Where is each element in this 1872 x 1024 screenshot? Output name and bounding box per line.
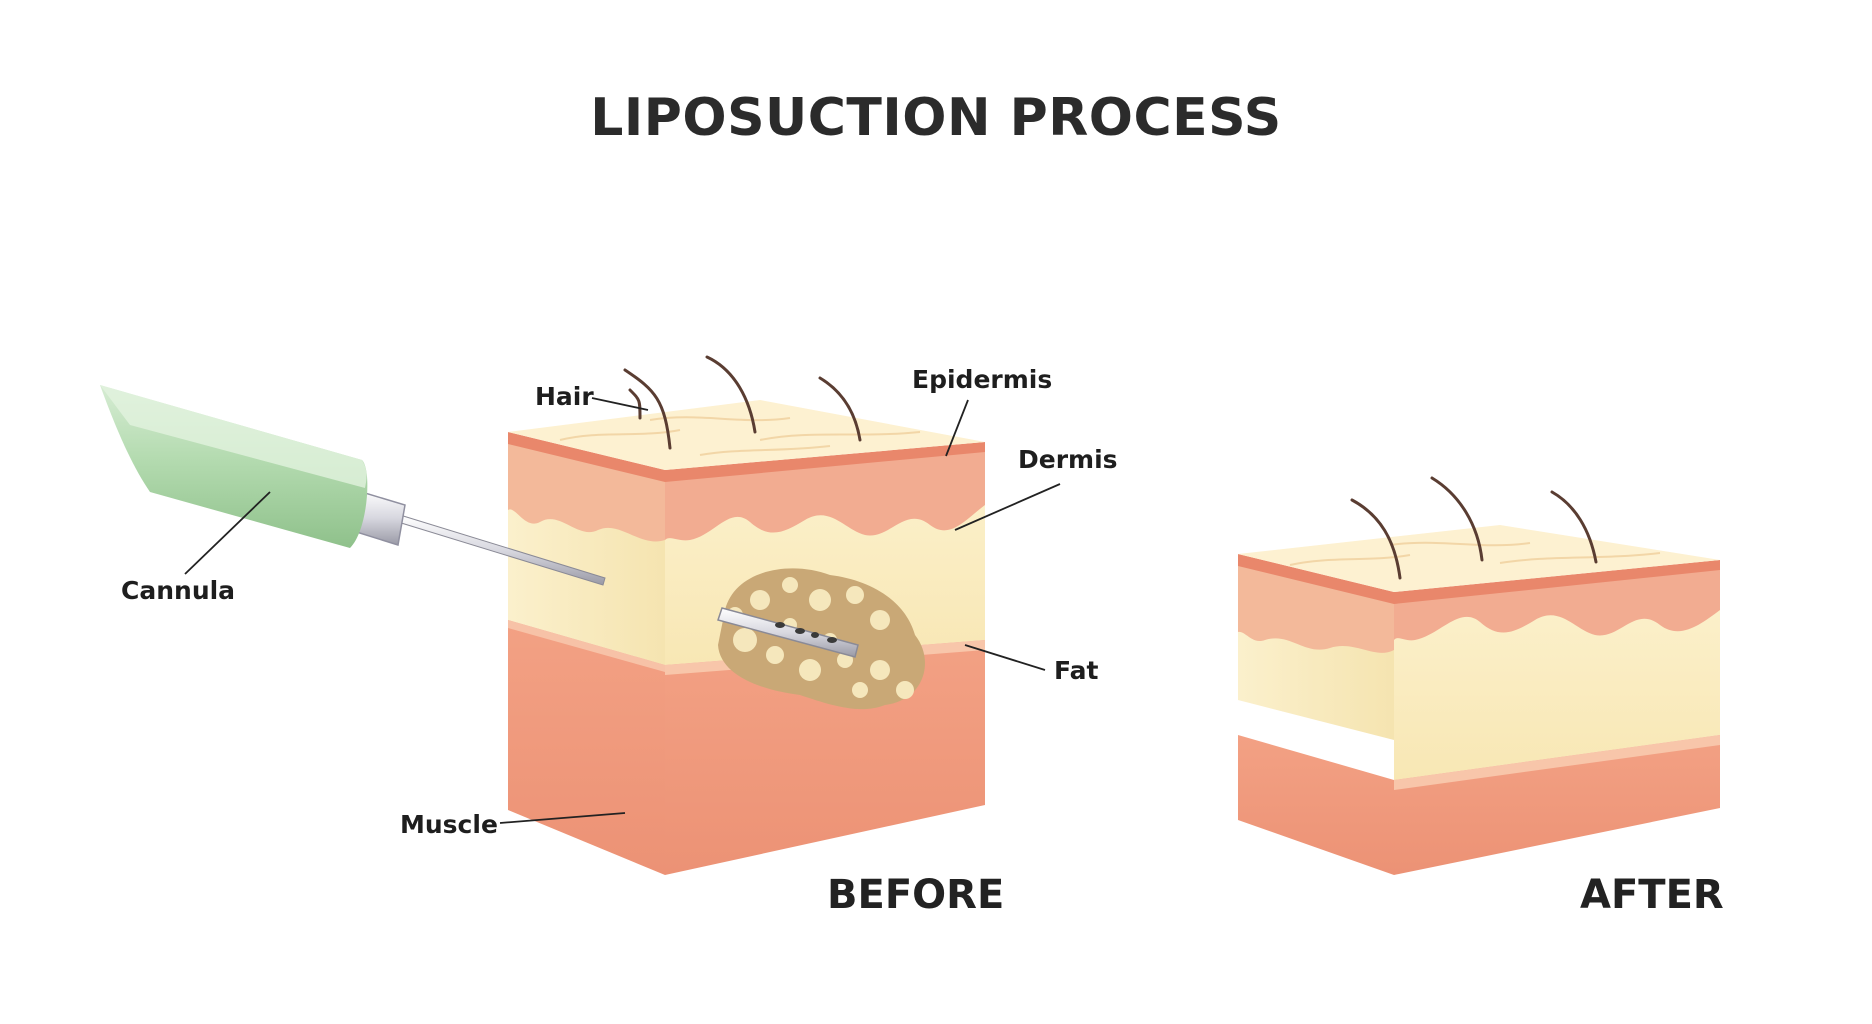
after-front-face: [1394, 568, 1720, 875]
label-hair: Hair: [535, 382, 594, 411]
before-skin-block: [508, 355, 985, 875]
label-fat: Fat: [1054, 656, 1099, 685]
leader-lines: [184, 397, 1061, 824]
label-muscle: Muscle: [400, 810, 498, 839]
fat-leader: [964, 644, 1046, 671]
cannula-tip: [717, 607, 859, 658]
hair-leader: [591, 397, 649, 411]
before-side-face: [508, 440, 665, 875]
before-hair-strands: [623, 355, 862, 450]
epidermis-leader: [945, 399, 969, 457]
page-title: LIPOSUCTION PROCESS: [590, 88, 1282, 148]
after-side-face: [1238, 562, 1394, 875]
after-top-face: [1238, 525, 1720, 592]
after-epidermis: [1238, 554, 1720, 604]
dermis-leader: [954, 483, 1061, 531]
label-dermis: Dermis: [1018, 445, 1118, 474]
caption-after: AFTER: [1580, 872, 1724, 918]
label-epidermis: Epidermis: [912, 365, 1053, 394]
caption-before: BEFORE: [827, 872, 1005, 918]
muscle-leader: [499, 812, 626, 824]
cannula-device: [100, 385, 606, 586]
after-hair-strands: [1350, 476, 1598, 580]
label-cannula: Cannula: [121, 576, 236, 605]
fat-deposit: [717, 568, 925, 710]
before-epidermis: [508, 432, 985, 482]
after-skin-block: [1238, 476, 1720, 875]
cannula-leader: [184, 491, 271, 575]
before-top-face: [508, 400, 985, 470]
